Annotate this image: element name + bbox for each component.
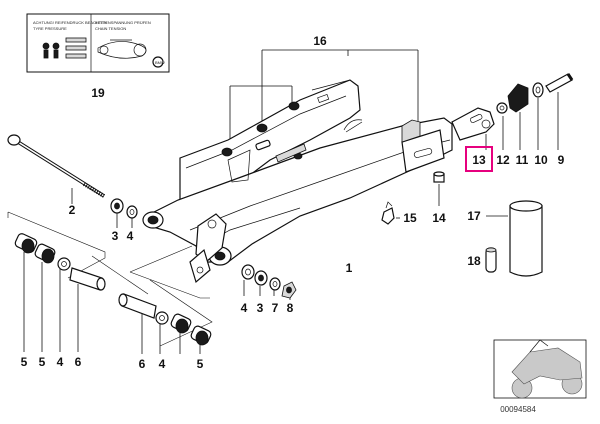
warning-plate: ACHTUNG! REIFENDRUCK BEACHTEN KETTENSPAN… [26, 13, 170, 73]
chain-adjuster [451, 73, 574, 150]
motorcycle-silhouette [493, 339, 587, 399]
callout-5-left-b: 5 [39, 355, 46, 369]
callout-13: 13 [472, 153, 486, 167]
callout-5-left-a: 5 [21, 355, 28, 369]
callout-19: 19 [91, 86, 105, 100]
washers-right [241, 264, 297, 300]
callout-9: 9 [558, 153, 565, 167]
callout-17: 17 [467, 209, 481, 223]
pin-18 [485, 247, 497, 273]
callout-12: 12 [496, 153, 510, 167]
callout-8: 8 [287, 301, 294, 315]
plate-heading-right: KETTENSPANNUNG PRÜFEN [95, 20, 151, 25]
reference-number: 00094584 [500, 405, 536, 414]
pivot-axle [7, 134, 106, 204]
rider-icon [42, 42, 50, 50]
dashed-frame-right [129, 245, 210, 299]
bearings-left [14, 233, 106, 352]
callout-3-right: 3 [257, 301, 264, 315]
callout-3-upper: 3 [112, 229, 119, 243]
bearings-centre [118, 293, 212, 354]
callout-11: 11 [516, 153, 529, 167]
callout-14: 14 [432, 211, 446, 225]
callout-4-upper: 4 [127, 229, 134, 243]
clip-15 [381, 201, 400, 225]
callout-6-left: 6 [75, 355, 82, 369]
callout-16: 16 [313, 34, 327, 48]
callout-4-left: 4 [57, 355, 64, 369]
callout-1: 1 [346, 261, 353, 275]
plate-sub-right: CHAIN TENSION [95, 26, 126, 31]
plate-sub-left: TYRE PRESSURE [33, 26, 67, 31]
plate-brand: BMW [155, 60, 165, 65]
bolt-14 [433, 171, 445, 206]
dashed-frame-left [7, 211, 106, 279]
swingarm [142, 79, 453, 284]
callout-4-centre: 4 [159, 357, 166, 371]
passenger-icon [52, 42, 60, 50]
callout-4-right: 4 [241, 301, 248, 315]
callout-10: 10 [534, 153, 548, 167]
callout-13-highlight [465, 146, 493, 172]
callout-5-centre: 5 [197, 357, 204, 371]
grease-can-17 [486, 200, 543, 277]
callout-7: 7 [272, 301, 279, 315]
callout-18: 18 [467, 254, 481, 268]
plate-heading-left: ACHTUNG! REIFENDRUCK BEACHTEN [33, 20, 107, 25]
washers-upper [110, 198, 138, 228]
adjuster-block-13 [451, 107, 495, 141]
bmw-logo-icon [152, 56, 164, 68]
callout-15: 15 [403, 211, 417, 225]
callout-6-centre: 6 [139, 357, 146, 371]
callout-2: 2 [69, 203, 76, 217]
